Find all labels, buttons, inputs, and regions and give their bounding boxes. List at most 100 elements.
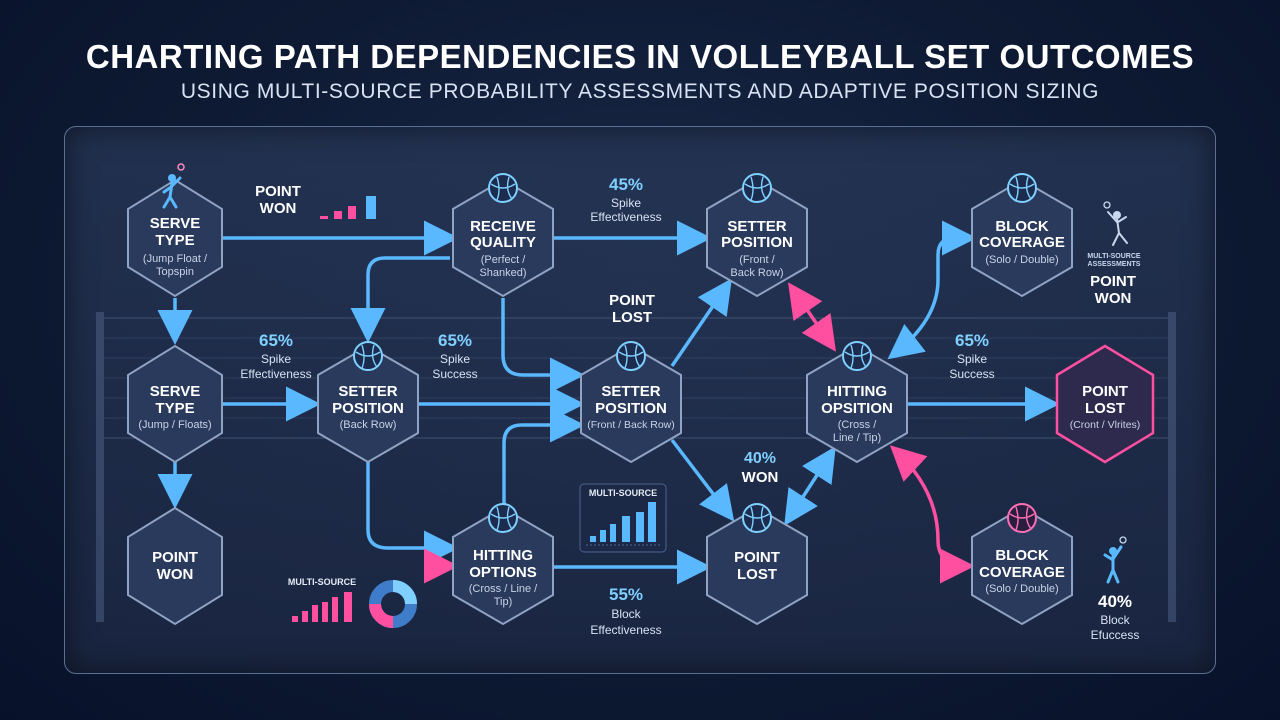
node-title: COVERAGE: [979, 564, 1065, 581]
pct-caption: Effectiveness: [590, 623, 661, 637]
node-title: POSITION: [721, 234, 793, 251]
point-won-label: POINT: [1090, 273, 1136, 290]
node-title: POINT: [152, 549, 198, 566]
node-hitting-options: HITTING OPTIONS (Cross / Line / Tip): [452, 506, 554, 626]
node-title: SETTER: [338, 383, 397, 400]
node-sub: (Cront / Vlrites): [1070, 419, 1141, 431]
node-sub: (Perfect /: [481, 254, 527, 266]
node-sub: (Solo / Double): [985, 254, 1058, 266]
pct-label: 40%: [744, 450, 776, 467]
pct-caption: Spike: [957, 352, 987, 366]
node-title: SERVE: [150, 383, 201, 400]
node-title: POINT: [1082, 383, 1128, 400]
point-won-label: POINT: [255, 183, 301, 200]
point-won-label: WON: [260, 200, 297, 217]
page-title: CHARTING PATH DEPENDENCIES IN VOLLEYBALL…: [85, 38, 1195, 75]
pct-caption: Success: [432, 367, 477, 381]
volleyball-icon: [1007, 173, 1037, 203]
pct-caption: Block: [1100, 613, 1130, 627]
volleyball-icon: [616, 341, 646, 371]
mini-chart-title: MULTI-SOURCE: [589, 488, 657, 498]
edge-setter3-hitting: [502, 407, 585, 505]
node-setter-position-backrow: SETTER POSITION (Back Row): [317, 344, 419, 464]
node-title: HITTING: [473, 547, 533, 564]
node-title: BLOCK: [995, 218, 1048, 235]
node-sub: (Cross /: [838, 419, 877, 431]
node-title: QUALITY: [470, 234, 536, 251]
volleyball-icon: [353, 341, 383, 371]
node-sub: Line / Tip): [833, 432, 881, 444]
pct-caption: Efuccess: [1091, 628, 1140, 642]
edge-setter3-setter1: [670, 278, 732, 367]
point-won-label: WON: [1095, 290, 1132, 307]
node-sub: Tip): [494, 596, 513, 608]
pct-label: 65%: [955, 331, 989, 350]
node-title: LOST: [737, 566, 777, 583]
node-title: TYPE: [155, 400, 194, 417]
volleyball-icon: [742, 173, 772, 203]
node-title: COVERAGE: [979, 234, 1065, 251]
node-title: RECEIVE: [470, 218, 536, 235]
edge-setter3-pointlost: [670, 438, 735, 522]
player-icon: [1103, 536, 1127, 584]
node-title: TYPE: [155, 232, 194, 249]
node-point-lost-right: POINT LOST (Cront / Vlrites): [1055, 344, 1155, 464]
node-sub: (Cross / Line /: [469, 583, 538, 595]
edge-hitopt-block2: [889, 445, 975, 584]
pct-caption: Block: [611, 607, 641, 621]
mini-bar-chart-mid: MULTI-SOURCE: [579, 483, 667, 553]
pct-caption: Spike: [261, 352, 291, 366]
pct-label: 65%: [438, 331, 472, 350]
node-title: BLOCK: [995, 547, 1048, 564]
edge-pointlost-hitopt: [784, 446, 836, 526]
node-title: SERVE: [150, 215, 201, 232]
node-sub: (Front /: [739, 254, 775, 266]
volleyball-icon: [488, 503, 518, 533]
mini-chart-title: MULTI-SOURCE: [288, 577, 356, 587]
node-title: SETTER: [601, 383, 660, 400]
edge-receive-setter2: [350, 256, 450, 343]
volleyball-icon: [488, 173, 518, 203]
node-block-coverage-top: BLOCK COVERAGE (Solo / Double): [971, 178, 1073, 298]
node-sub: Back Row): [730, 267, 783, 279]
node-serve-type-mid: SERVE TYPE (Jump / Floats): [127, 344, 223, 464]
node-title: OPSITION: [821, 400, 893, 417]
node-block-coverage-bottom: BLOCK COVERAGE (Solo / Double): [971, 506, 1073, 626]
node-title: POSITION: [595, 400, 667, 417]
multi-source-caption: ASSESSMENTS: [1088, 261, 1141, 268]
mini-donut-chart: [369, 580, 417, 628]
node-setter-position-top: SETTER POSITION (Front / Back Row): [706, 178, 808, 298]
node-sub: Topspin: [156, 266, 194, 278]
edge-setter2-hitting: [366, 462, 459, 566]
pct-caption: Spike: [440, 352, 470, 366]
player-icon: [162, 163, 185, 209]
node-sub: (Back Row): [340, 419, 397, 431]
node-title: WON: [157, 566, 194, 583]
mini-bar-chart-top: [320, 196, 376, 219]
pct-label: 45%: [609, 175, 643, 194]
multi-source-caption: MULTI-SOURCE: [1087, 253, 1140, 260]
pct-label: 65%: [259, 331, 293, 350]
node-point-won-left: POINT WON: [127, 506, 223, 626]
mini-bar-chart-bottom: MULTI-SOURCE: [288, 577, 356, 622]
node-sub: (Solo / Double): [985, 583, 1058, 595]
node-receive-quality: RECEIVE QUALITY (Perfect / Shanked): [452, 178, 554, 298]
pct-caption: Effectiveness: [590, 210, 661, 224]
edge-hitopt-block1: [887, 220, 977, 360]
node-sub: Shanked): [479, 267, 526, 279]
node-title: OPTIONS: [469, 564, 537, 581]
node-title: HITTING: [827, 383, 887, 400]
edge-setter1-hitopt: [788, 282, 836, 352]
pct-caption: Success: [949, 367, 994, 381]
node-title: SETTER: [727, 218, 786, 235]
node-title: LOST: [1085, 400, 1125, 417]
node-serve-type-top: SERVE TYPE (Jump Float / Topspin: [127, 178, 223, 298]
point-lost-label: LOST: [612, 309, 652, 326]
volleyball-icon: [742, 503, 772, 533]
pct-caption: Effectiveness: [240, 367, 311, 381]
node-setter-position-center: SETTER POSITION (Front / Back Row): [580, 344, 682, 464]
pct-label: WON: [742, 469, 779, 486]
page-subtitle: USING MULTI-SOURCE PROBABILITY ASSESSMEN…: [180, 80, 1100, 103]
connections: [157, 220, 1060, 585]
